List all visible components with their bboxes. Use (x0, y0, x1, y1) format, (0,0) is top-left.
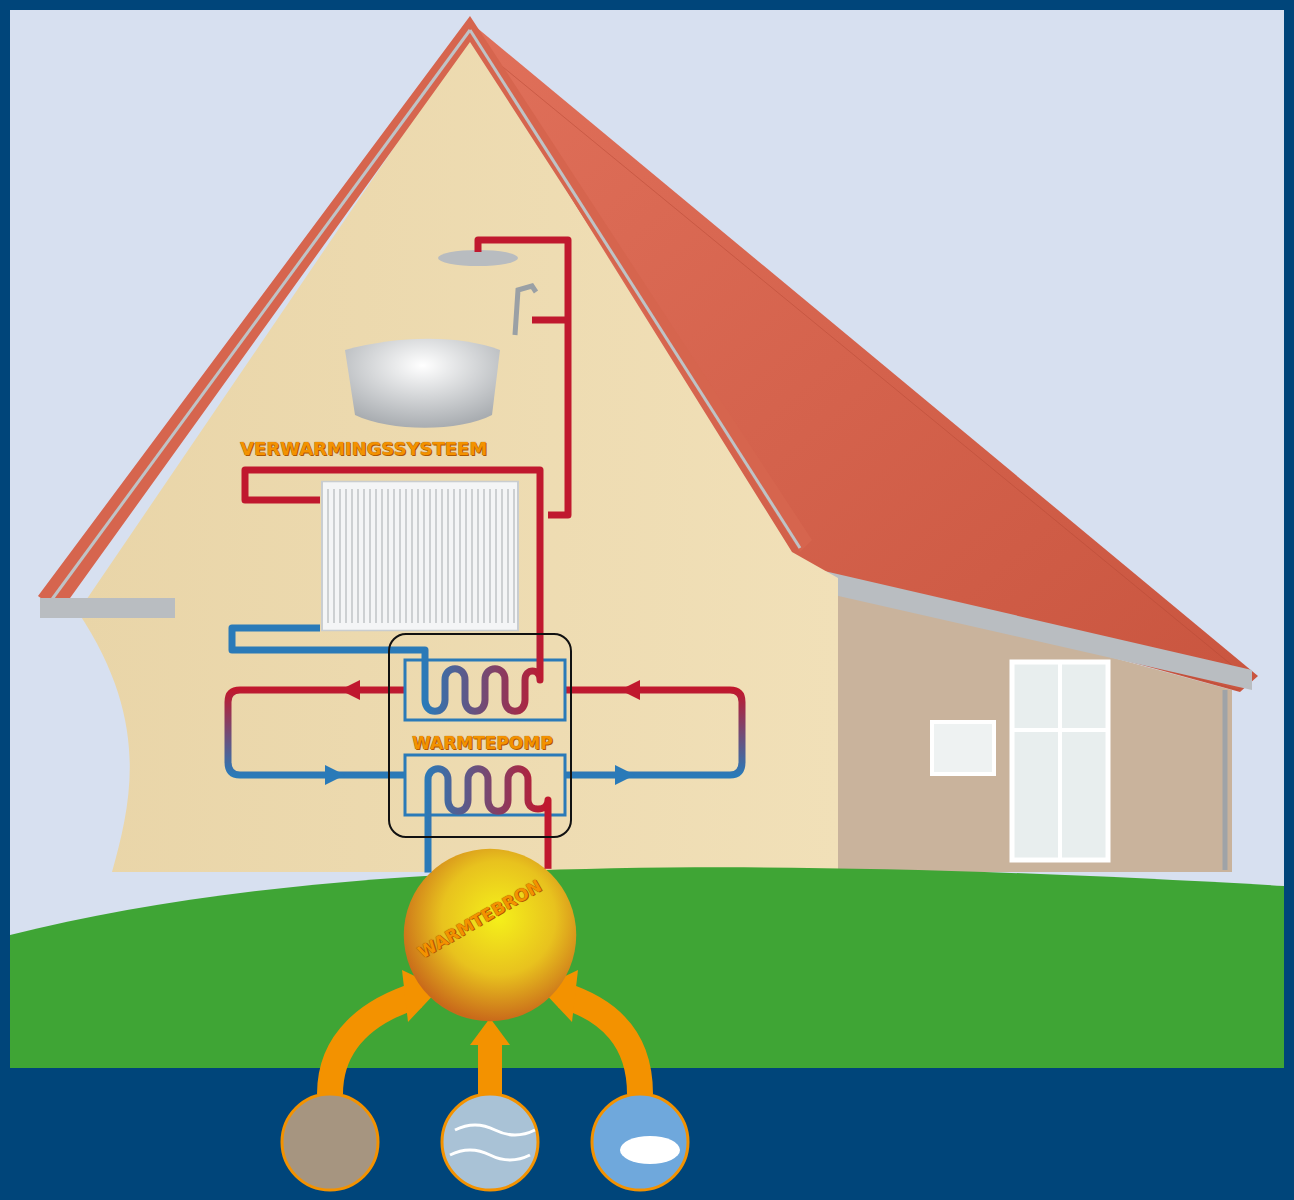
bathtub (345, 339, 500, 428)
node-label: WARMTEPOMP (412, 733, 553, 753)
circle-shape (402, 847, 578, 1023)
flow-arrow (620, 680, 640, 700)
downpipe (1223, 690, 1228, 870)
radiator-fin (399, 489, 401, 623)
node-label: VERWARMINGSSYSTEEM (240, 438, 487, 459)
radiator-fin (381, 489, 383, 623)
heat-pump-box: WARMTEPOMP (388, 633, 572, 838)
radiator-fin (471, 489, 473, 623)
radiator-fin (507, 489, 509, 623)
heat-arrow (478, 1040, 502, 1094)
coil (428, 769, 548, 838)
faucet (515, 286, 536, 335)
radiator-node: VERWARMINGSSYSTEEM (320, 480, 520, 632)
radiator-fin (453, 489, 455, 623)
radiator-fin (429, 489, 431, 623)
ground (10, 867, 1284, 1068)
heat-arrow-head (470, 1018, 510, 1045)
radiator-fin (327, 489, 329, 623)
window (932, 722, 994, 774)
radiator-fin (441, 489, 443, 623)
flow-arrow (340, 680, 360, 700)
soil-source (282, 1094, 378, 1190)
gable-wall (78, 36, 838, 872)
radiator-fin (465, 489, 467, 623)
hot-water-pipe (478, 240, 568, 515)
radiator-fin (495, 489, 497, 623)
refrigerant-loop (565, 690, 742, 775)
radiator-fin (489, 489, 491, 623)
gutter (40, 598, 175, 618)
radiator-fin (411, 489, 413, 623)
shower-head (438, 250, 518, 266)
radiator-fin (363, 489, 365, 623)
radiator-fin (435, 489, 437, 623)
refrigerant-loop (228, 690, 405, 775)
radiator-fin (417, 489, 419, 623)
radiator-fin (447, 489, 449, 623)
cloud (620, 1136, 680, 1164)
radiator-fin (483, 489, 485, 623)
pipe-connector (545, 838, 552, 869)
radiator-fin (369, 489, 371, 623)
water-waves (450, 1125, 535, 1160)
pipe-connector (425, 838, 432, 873)
window-frame (1058, 662, 1062, 860)
radiator-fin (477, 489, 479, 623)
radiator-fin (501, 489, 503, 623)
radiator-fin (345, 489, 347, 623)
flow-arrow (615, 765, 635, 785)
heat-arrow (562, 995, 640, 1094)
radiator-fin (423, 489, 425, 623)
radiator-fin (405, 489, 407, 623)
pipe-connector (245, 470, 540, 633)
window (1012, 662, 1108, 860)
radiator-fin (333, 489, 335, 623)
radiator-fin (459, 489, 461, 623)
radiator-fin (375, 489, 377, 623)
radiator-fin (393, 489, 395, 623)
window-frame (1012, 728, 1108, 732)
air-source (592, 1094, 688, 1190)
flow-arrow (325, 765, 345, 785)
radiator-fin (513, 489, 515, 623)
radiator-fin (351, 489, 353, 623)
heat-source-circle: WARMTEBRON (402, 847, 578, 1023)
radiator-fin (387, 489, 389, 623)
coil (388, 633, 540, 711)
pipe-connector (232, 628, 388, 650)
radiator-body (322, 482, 518, 631)
heat-arrow (330, 995, 418, 1094)
radiator-shape (320, 480, 520, 632)
trim (470, 30, 800, 548)
radiator-fin (339, 489, 341, 623)
heat-source-disc (404, 849, 576, 1021)
sky (10, 10, 1284, 1068)
water-source (442, 1094, 538, 1190)
radiator-fin (357, 489, 359, 623)
